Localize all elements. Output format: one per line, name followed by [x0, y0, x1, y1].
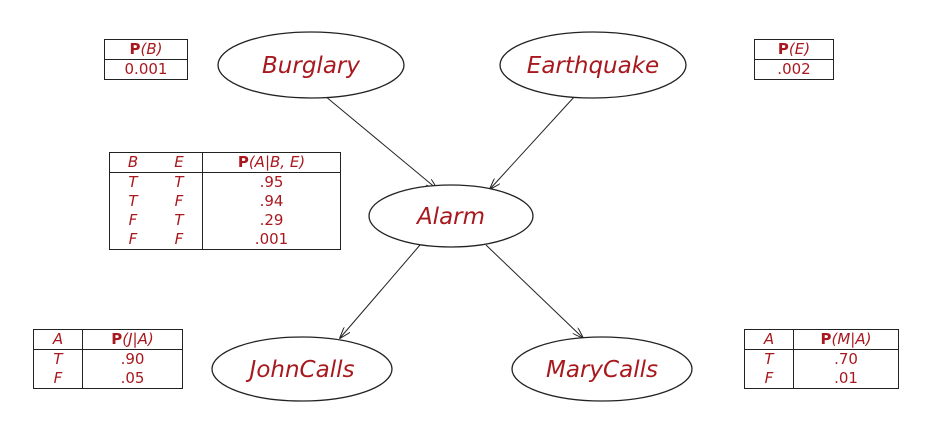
- cpt-johncalls-header-a: A: [33, 329, 83, 350]
- cell-a: T: [764, 350, 774, 368]
- cell-a: F: [53, 369, 63, 387]
- cell-prob: .001: [202, 230, 341, 250]
- node-earthquake: [499, 31, 687, 99]
- cpt-earthquake-arg: (E): [788, 40, 811, 58]
- cpt-alarm-header-b: B: [109, 152, 156, 173]
- cpt-alarm: B E P(A|B, E) T T .95 T F .94 F T .29 F …: [109, 152, 341, 250]
- cpt-burglary-arg: (B): [140, 40, 163, 58]
- cell-a: T: [53, 350, 63, 368]
- table-row: T .70: [745, 349, 899, 369]
- node-burglary: [217, 31, 405, 99]
- cell-e: F: [174, 192, 184, 210]
- cell-e: T: [174, 173, 184, 191]
- edge-burglary-alarm: [324, 95, 437, 189]
- cpt-burglary-value: 0.001: [124, 60, 168, 78]
- cpt-alarm-header-e: E: [156, 152, 203, 173]
- cell-b: T: [128, 192, 138, 210]
- cpt-johncalls: A P(J|A) T .90 F .05: [33, 329, 183, 389]
- cell-e: F: [174, 230, 184, 248]
- node-alarm: [368, 184, 534, 248]
- table-row: F .05: [34, 369, 183, 389]
- table-row: F T .29: [110, 211, 341, 230]
- table-row: T T .95: [110, 172, 341, 192]
- edge-earthquake-alarm: [490, 95, 576, 189]
- cell-prob: .70: [793, 349, 899, 369]
- cpt-alarm-arg: (A|B, E): [248, 153, 306, 171]
- table-row: F F .001: [110, 230, 341, 250]
- cpt-burglary: P(B) 0.001: [104, 39, 188, 80]
- cell-b: T: [128, 173, 138, 191]
- node-marycalls: [511, 336, 693, 402]
- cell-prob: .01: [793, 369, 899, 389]
- cell-b: F: [128, 230, 138, 248]
- table-row: T F .94: [110, 192, 341, 211]
- node-johncalls: [211, 336, 393, 402]
- cell-e: T: [174, 211, 184, 229]
- edge-alarm-marycalls: [485, 244, 583, 338]
- cell-b: F: [128, 211, 138, 229]
- node-alarm-label: Alarm: [415, 204, 485, 230]
- cpt-marycalls-arg: (M|A): [831, 330, 872, 348]
- cpt-johncalls-arg: (J|A): [122, 330, 154, 348]
- prob-symbol: P: [777, 40, 789, 58]
- prob-symbol: P: [820, 330, 832, 348]
- cell-prob: .05: [82, 369, 183, 389]
- prob-symbol: P: [111, 330, 123, 348]
- cell-prob: .90: [82, 349, 183, 369]
- cpt-marycalls-header-a: A: [744, 329, 794, 350]
- cell-prob: .95: [202, 172, 341, 192]
- node-burglary-label: Burglary: [262, 53, 360, 79]
- node-marycalls-label: MaryCalls: [546, 357, 658, 383]
- cpt-marycalls: A P(M|A) T .70 F .01: [744, 329, 899, 389]
- edge-alarm-johncalls: [340, 244, 421, 338]
- prob-symbol: P: [129, 40, 141, 58]
- cell-a: F: [764, 369, 774, 387]
- cell-prob: .29: [202, 211, 341, 230]
- prob-symbol: P: [237, 153, 249, 171]
- cpt-earthquake: P(E) .002: [754, 39, 834, 80]
- cell-prob: .94: [202, 192, 341, 211]
- table-row: T .90: [34, 349, 183, 369]
- table-row: F .01: [745, 369, 899, 389]
- node-johncalls-label: JohnCalls: [246, 357, 355, 383]
- cpt-earthquake-value: .002: [777, 60, 811, 78]
- node-earthquake-label: Earthquake: [527, 53, 659, 79]
